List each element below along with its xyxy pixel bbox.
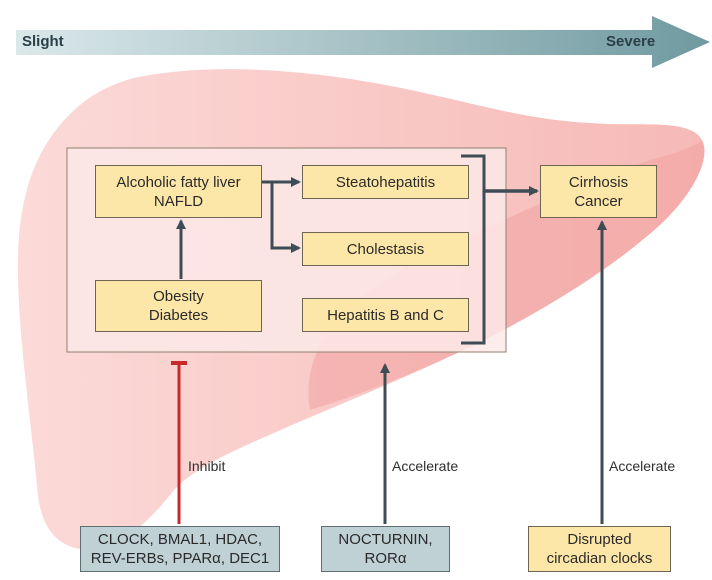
alcoholic-fatty-liver-box: Alcoholic fatty liver NAFLD [95, 165, 262, 218]
disrupted-clocks-box: Disrupted circadian clocks [528, 526, 671, 572]
severity-slight-label: Slight [22, 33, 64, 50]
severity-severe-label: Severe [606, 33, 656, 50]
obesity-diabetes-box: Obesity Diabetes [95, 280, 262, 332]
accelerate-label-1: Accelerate [392, 458, 459, 474]
clock-genes-box: CLOCK, BMAL1, HDAC, REV-ERBs, PPARα, DEC… [80, 526, 280, 572]
cholestasis-box: Cholestasis [302, 232, 469, 266]
bracket [461, 154, 486, 345]
cirrhosis-cancer-box: Cirrhosis Cancer [540, 165, 657, 218]
hepatitis-box: Hepatitis B and C [302, 298, 469, 332]
inhibit-label: Inhibit [188, 458, 226, 474]
accelerate-label-2: Accelerate [609, 458, 676, 474]
arrow-alcoholic-to-cholestasis [270, 182, 301, 253]
nocturnin-box: NOCTURNIN, RORα [321, 526, 450, 572]
severity-arrow [16, 16, 710, 68]
steatohepatitis-box: Steatohepatitis [302, 165, 469, 199]
